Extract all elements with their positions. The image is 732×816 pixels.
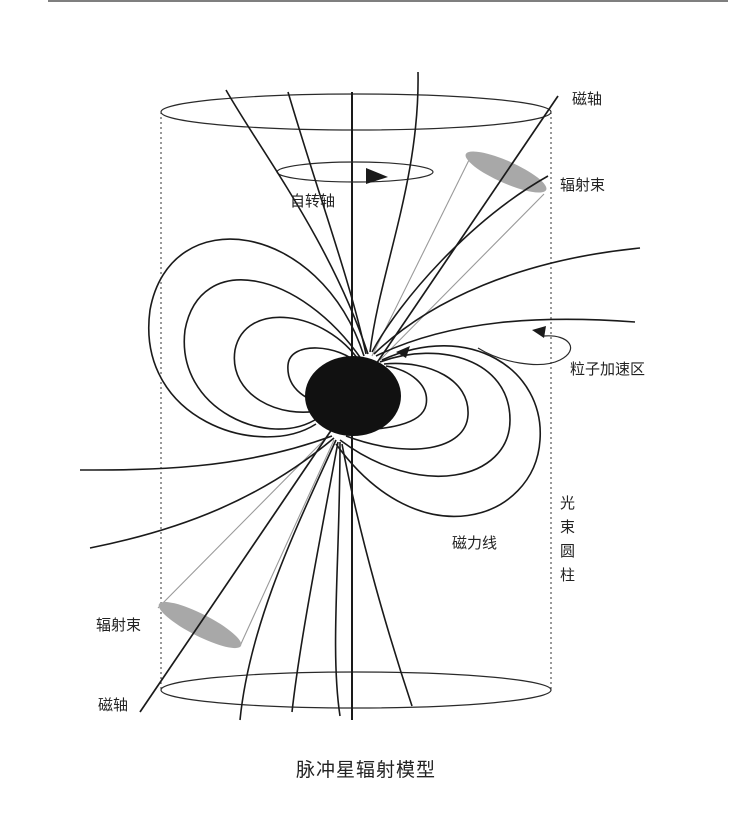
- neutron-star: [305, 356, 401, 436]
- label-magnetic-axis-top: 磁轴: [572, 90, 602, 108]
- field-line: [183, 279, 363, 430]
- cylinder-bottom-ellipse: [160, 671, 552, 709]
- field-line: [287, 91, 367, 355]
- label-light-cylinder: 光 束 圆 柱: [560, 494, 575, 584]
- light-cylinder: [160, 93, 552, 709]
- particle-direction-arrow-icon: [396, 346, 410, 358]
- field-line: [291, 441, 339, 713]
- cylinder-top-ellipse: [160, 93, 552, 131]
- field-line: [334, 441, 341, 717]
- label-beam-bottom: 辐射束: [96, 616, 141, 634]
- field-line: [79, 435, 333, 471]
- diagram-caption: 脉冲星辐射模型: [296, 759, 436, 781]
- label-light-cylinder-char: 柱: [560, 566, 575, 584]
- radiation-beam-bottom: [157, 435, 335, 649]
- beam-top-cone-edge-right: [379, 193, 545, 361]
- field-line: [341, 443, 413, 707]
- label-particle-accel-zone: 粒子加速区: [570, 360, 645, 378]
- field-line: [147, 238, 365, 438]
- field-line: [239, 439, 337, 721]
- label-light-cylinder-char: 圆: [560, 542, 575, 560]
- field-line: [335, 345, 541, 518]
- label-beam-top: 辐射束: [560, 176, 605, 194]
- particle-zone-leader: [477, 335, 572, 366]
- field-line: [369, 71, 419, 353]
- label-magnetic-axis-bottom: 磁轴: [98, 696, 128, 714]
- beam-bottom-cone-edge-right: [239, 439, 335, 647]
- label-field-lines: 磁力线: [452, 534, 497, 552]
- field-line: [339, 352, 511, 477]
- field-line: [89, 437, 335, 549]
- field-line: [373, 247, 641, 355]
- field-line: [233, 316, 361, 413]
- label-spin-axis: 自转轴: [290, 192, 335, 210]
- field-line: [345, 362, 469, 450]
- label-light-cylinder-char: 光: [560, 494, 575, 512]
- field-line: [225, 89, 369, 355]
- particle-zone-pointer: [477, 326, 572, 366]
- beam-top-cone-edge-left: [371, 157, 471, 357]
- field-line: [371, 175, 549, 353]
- field-line: [375, 318, 636, 357]
- rotation-arrow-icon: [366, 168, 388, 184]
- magnetic-field-lines: [79, 71, 641, 721]
- label-light-cylinder-char: 束: [560, 518, 575, 536]
- particle-zone-arrow-icon: [532, 326, 546, 338]
